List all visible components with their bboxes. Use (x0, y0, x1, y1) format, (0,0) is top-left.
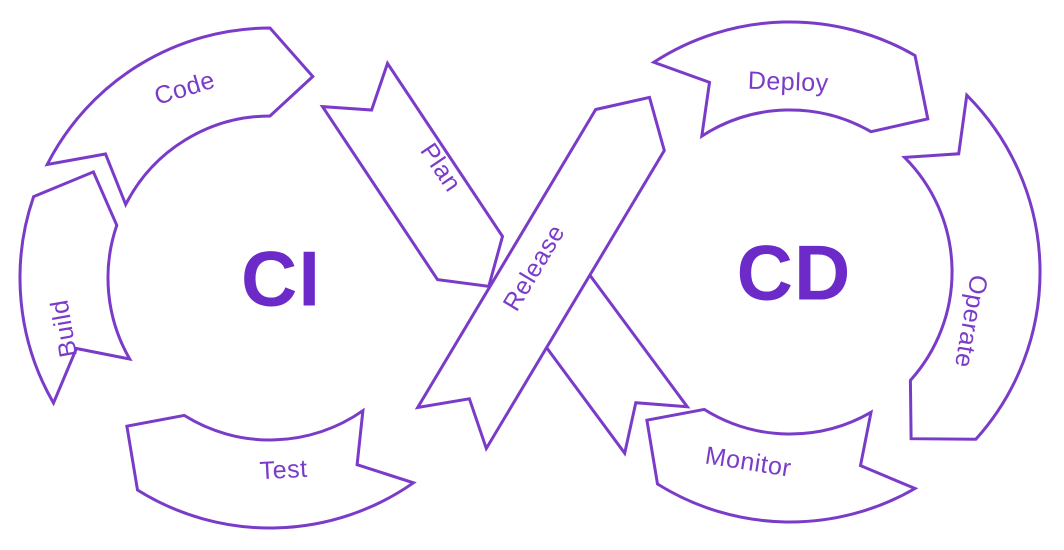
code-arrow-segment (44, 26, 315, 209)
deploy-arrow-segment (650, 20, 930, 140)
test-label: Test (259, 455, 308, 485)
operate-arrow-segment (901, 92, 1042, 441)
release-arrow-segment (414, 95, 666, 453)
deploy-label: Deploy (747, 67, 829, 98)
ci-title: CI (241, 234, 321, 322)
cd-title: CD (737, 228, 852, 316)
build-arrow-segment (18, 169, 133, 407)
monitor-arrow-segment (645, 407, 919, 524)
plan-arrow-segment (319, 60, 505, 288)
test-arrow-segment (125, 407, 417, 530)
